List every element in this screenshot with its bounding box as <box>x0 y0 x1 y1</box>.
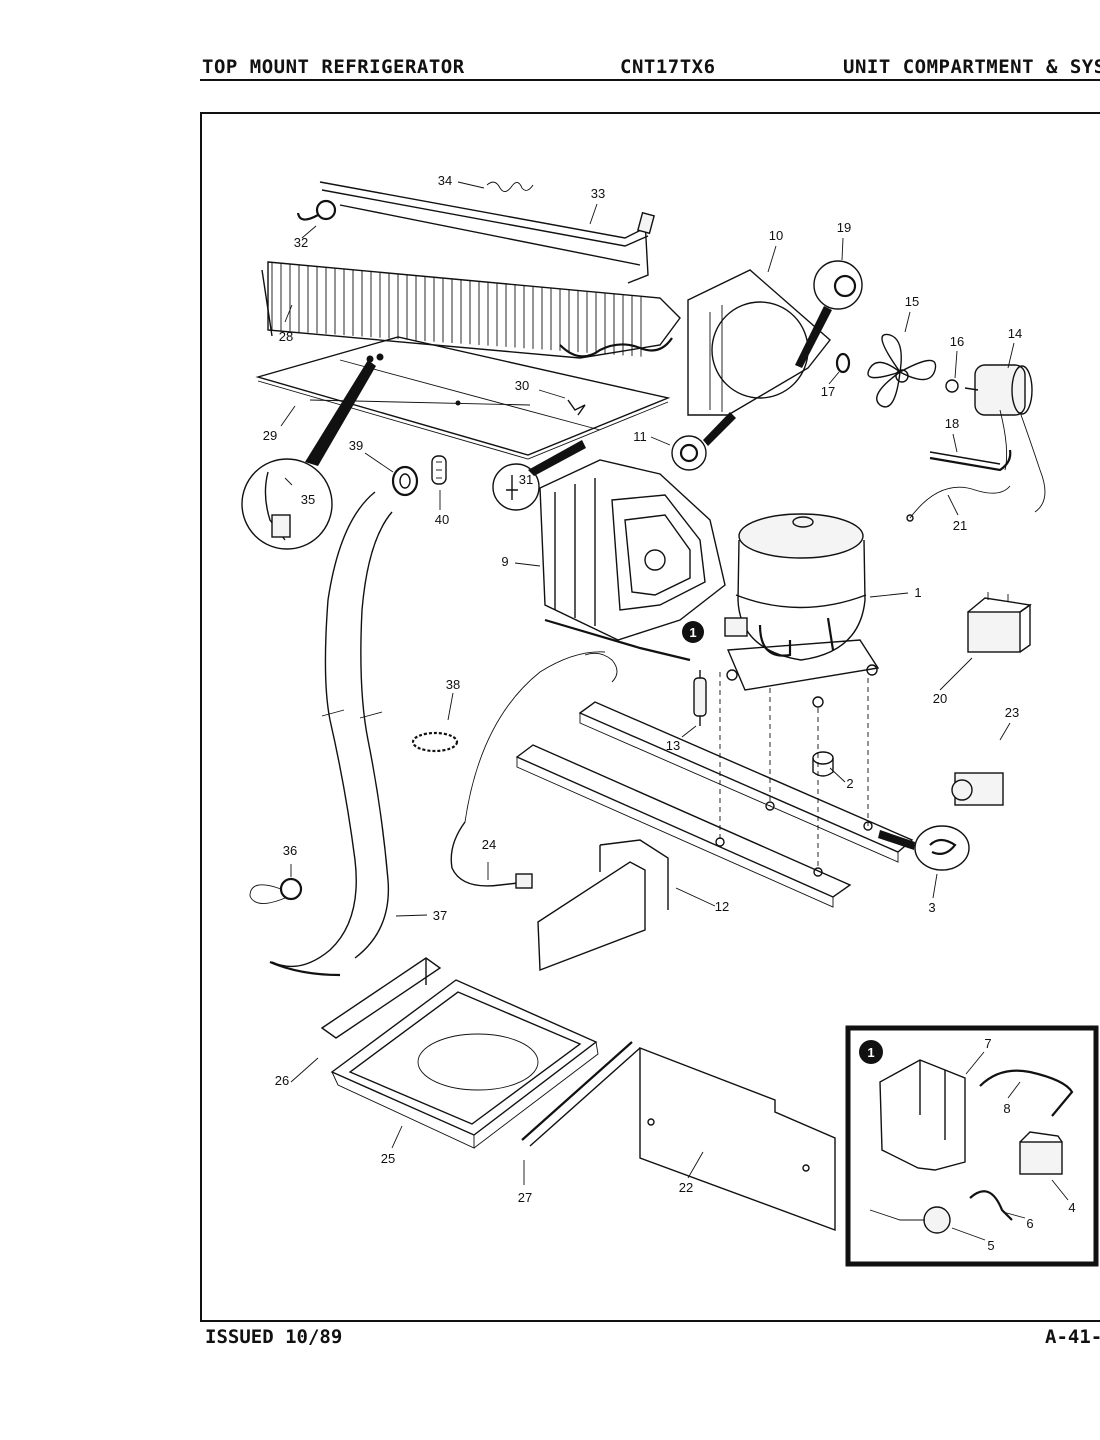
part-2-grommet-drawing <box>812 751 834 777</box>
leader-lines <box>280 181 1069 1241</box>
part-24-power-cord-drawing <box>450 821 533 889</box>
part-label-37: 37 <box>433 908 447 923</box>
part-label-39: 39 <box>349 438 363 453</box>
part-18-bracket-drawing <box>929 449 1012 472</box>
part-13-drier-drawing <box>693 670 707 726</box>
part-9-condenser-drawing <box>539 459 726 662</box>
part-label-38: 38 <box>446 677 460 692</box>
part-label-22: 22 <box>679 1180 693 1195</box>
part-30-clip-drawing <box>567 399 586 416</box>
page-number: A-41- <box>1045 1326 1100 1348</box>
part-label-40: 40 <box>435 512 449 527</box>
part-label-8: 8 <box>1003 1101 1010 1116</box>
part-label-33: 33 <box>591 186 605 201</box>
header-section: UNIT COMPARTMENT & SYSTE <box>843 56 1100 78</box>
part-11-mount-drawing <box>671 412 736 471</box>
part-label-12: 12 <box>715 899 729 914</box>
part-37-drain-tube-drawing <box>269 491 393 977</box>
part-25-drain-pan-drawing <box>330 979 599 1149</box>
issued-date: ISSUED 10/89 <box>205 1326 343 1348</box>
part-20-capacitor-drawing <box>967 592 1032 653</box>
part-label-31: 31 <box>519 472 533 487</box>
part-label-30: 30 <box>515 378 529 393</box>
part-17-nut-drawing <box>835 352 851 374</box>
part-22-panel-drawing <box>639 1046 836 1232</box>
part-label-26: 26 <box>275 1073 289 1088</box>
part-label-19: 19 <box>837 220 851 235</box>
part-19-grommet-drawing <box>795 260 863 368</box>
part-label-7: 7 <box>984 1036 991 1051</box>
part-label-11: 11 <box>633 429 647 444</box>
part-15-fan-blade-drawing <box>867 333 937 408</box>
part-label-21: 21 <box>953 518 967 533</box>
part-label-1: 1 <box>914 585 921 600</box>
diagram-frame <box>200 112 1100 1322</box>
part-label-28: 28 <box>279 329 293 344</box>
part-38-clamp-drawing <box>411 731 459 753</box>
part-label-10: 10 <box>769 228 783 243</box>
part-label-9: 9 <box>501 554 508 569</box>
part-label-35: 35 <box>301 492 315 507</box>
part-label-15: 15 <box>905 294 919 309</box>
header-rule <box>200 79 1100 81</box>
part-10-fan-shroud-drawing <box>687 269 831 416</box>
part-label-34: 34 <box>438 173 452 188</box>
part-label-25: 25 <box>381 1151 395 1166</box>
part-32-drier-drawing <box>296 199 337 221</box>
part-27-rail-drawing <box>521 1041 641 1147</box>
part-label-16: 16 <box>950 334 964 349</box>
overload-callout: 1 <box>682 621 704 643</box>
overload-callout-label: 1 <box>689 625 696 640</box>
part-label-6: 6 <box>1026 1216 1033 1231</box>
part-label-3: 3 <box>928 900 935 915</box>
part-36-grommet-drawing <box>249 877 303 904</box>
part-label-29: 29 <box>263 428 277 443</box>
part-label-27: 27 <box>518 1190 532 1205</box>
part-label-32: 32 <box>294 235 308 250</box>
overload-inset: 1 <box>845 1025 1099 1267</box>
part-26-bracket-drawing <box>320 957 442 1039</box>
part-14-fan-motor-drawing <box>964 364 1046 513</box>
part-23-relay-drawing <box>951 772 1004 806</box>
part-33-tube-drawing <box>319 181 655 284</box>
part-label-18: 18 <box>945 416 959 431</box>
part-label-23: 23 <box>1005 705 1019 720</box>
part-label-2: 2 <box>846 776 853 791</box>
part-21-wire-drawing <box>906 485 1011 522</box>
part-label-5: 5 <box>987 1238 994 1253</box>
part-label-4: 4 <box>1068 1200 1075 1215</box>
part-label-14: 14 <box>1008 326 1022 341</box>
part-label-36: 36 <box>283 843 297 858</box>
part-label-20: 20 <box>933 691 947 706</box>
part-label-13: 13 <box>666 738 680 753</box>
inset-marker-label: 1 <box>867 1045 874 1060</box>
part-12-bracket-drawing <box>537 839 669 972</box>
part-39-grommet-drawing <box>391 465 419 497</box>
part-35-detail-drawing <box>241 360 376 550</box>
part-1-compressor-drawing <box>724 513 880 708</box>
header-title: TOP MOUNT REFRIGERATOR <box>202 56 465 78</box>
part-28-condenser-drawing <box>261 261 681 359</box>
part-label-17: 17 <box>821 384 835 399</box>
part-16-washer-drawing <box>945 379 959 393</box>
part-34-wire-drawing <box>486 181 534 192</box>
mounting-rails-drawing <box>515 672 914 908</box>
part-labels: 34 33 32 28 29 30 31 35 39 40 9 10 19 15… <box>263 173 1076 1253</box>
part-31-detail-drawing <box>492 440 586 511</box>
part-3-grommet-drawing <box>878 825 970 871</box>
process-tubing-drawing <box>464 651 618 823</box>
part-label-24: 24 <box>482 837 496 852</box>
header-model: CNT17TX6 <box>620 56 716 78</box>
part-40-plug-drawing <box>431 455 447 485</box>
